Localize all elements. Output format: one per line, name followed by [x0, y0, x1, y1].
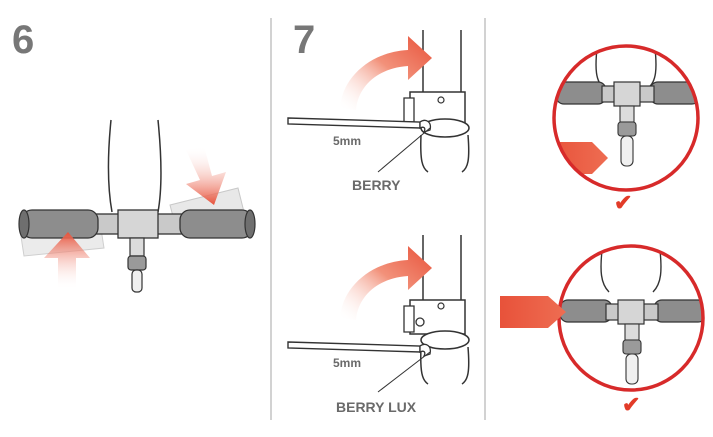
detail-top-correct: [552, 44, 700, 192]
model-label-berry-lux: BERRY LUX: [336, 399, 417, 415]
step7-berry-lux-illustration: [287, 235, 470, 393]
checkmark-top-icon: ✔: [614, 190, 633, 215]
stem-clamp: [117, 209, 159, 239]
right-grip: [179, 209, 253, 239]
allen-key-top: [287, 117, 421, 129]
rotate-arrow-up-icon: [44, 232, 90, 290]
step-number-7: 7: [293, 18, 316, 62]
step-number-6: 6: [12, 18, 35, 62]
rotate-arrow-down-icon: [186, 146, 226, 205]
tool-size-label-top: 5mm: [333, 134, 362, 148]
detail-bottom-correct: [500, 244, 705, 392]
allen-key-bottom: [287, 341, 421, 353]
rotate-arrow-bottom-icon: [340, 246, 432, 320]
left-grip: [21, 209, 99, 239]
model-label-berry: BERRY: [352, 177, 401, 193]
step7-berry-illustration: [287, 30, 470, 173]
magnifier-ring-top: [552, 44, 700, 192]
step6-illustration: [18, 119, 256, 293]
checkmark-bottom-icon: ✔: [622, 392, 641, 417]
rotate-arrow-top-icon: [340, 36, 432, 110]
tool-size-label-bottom: 5mm: [333, 356, 362, 370]
pointer-tab-bottom: [500, 296, 566, 328]
